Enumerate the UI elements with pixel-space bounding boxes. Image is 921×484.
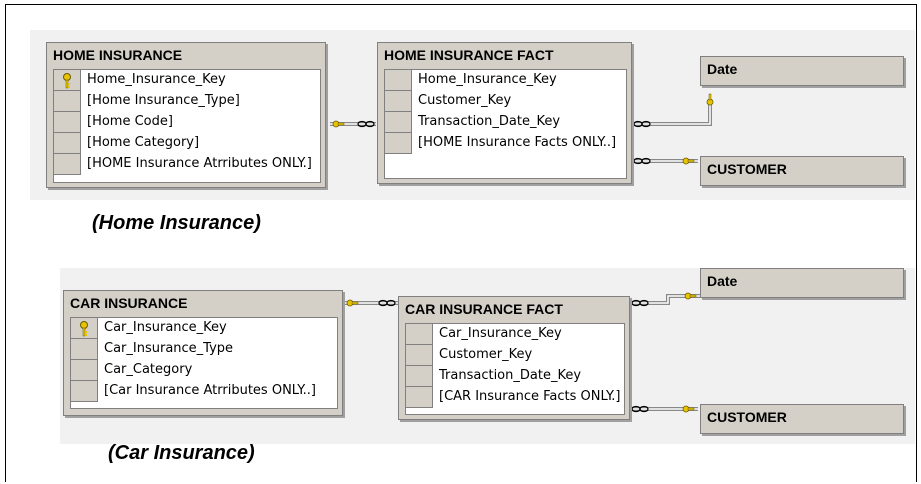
column-row[interactable]: [HOME Insurance Facts ONLY..] bbox=[385, 133, 626, 154]
column-row[interactable]: [Car Insurance Atrributes ONLY..] bbox=[71, 381, 337, 402]
home-dim-fact-link bbox=[330, 120, 376, 128]
table-title: Date bbox=[707, 61, 738, 77]
table-title: CUSTOMER bbox=[707, 161, 787, 177]
car-insurance-fact-table[interactable]: CAR INSURANCE FACT Car_Insurance_Key Cus… bbox=[398, 296, 630, 420]
column-name: [Home Code] bbox=[87, 114, 173, 129]
car-caption: (Car Insurance) bbox=[108, 442, 255, 464]
home-date-table[interactable]: Date bbox=[700, 56, 904, 86]
column-name: [HOME Insurance Facts ONLY..] bbox=[418, 135, 617, 150]
table-columns: Home_Insurance_Key Customer_Key Transact… bbox=[384, 69, 627, 179]
table-title: CUSTOMER bbox=[707, 409, 787, 425]
column-row[interactable]: [Home Insurance_Type] bbox=[54, 91, 320, 112]
home-caption: (Home Insurance) bbox=[92, 212, 261, 234]
column-name: Transaction_Date_Key bbox=[418, 114, 561, 129]
column-name: Home_Insurance_Key bbox=[418, 72, 557, 87]
column-row[interactable]: [CAR Insurance Facts ONLY.] bbox=[406, 387, 624, 408]
column-row[interactable]: Home_Insurance_Key bbox=[54, 70, 320, 91]
column-name: Car_Insurance_Type bbox=[104, 341, 234, 356]
column-row[interactable]: Customer_Key bbox=[385, 91, 626, 112]
column-row[interactable]: Car_Insurance_Type bbox=[71, 339, 337, 360]
column-row[interactable]: [Home Category] bbox=[54, 133, 320, 154]
table-title: HOME INSURANCE bbox=[53, 47, 183, 63]
column-name: Car_Insurance_Key bbox=[439, 326, 562, 341]
car-customer-table[interactable]: CUSTOMER bbox=[700, 404, 904, 434]
table-columns: Home_Insurance_Key [Home Insurance_Type]… bbox=[53, 69, 321, 183]
table-title: CAR INSURANCE bbox=[70, 295, 188, 311]
home-fact-customer-link bbox=[632, 157, 698, 165]
home-insurance-fact-table[interactable]: HOME INSURANCE FACT Home_Insurance_Key C… bbox=[377, 42, 632, 184]
key-icon bbox=[80, 321, 88, 337]
column-name: Car_Insurance_Key bbox=[104, 320, 227, 335]
column-name: [Home Category] bbox=[87, 135, 200, 150]
column-row[interactable]: Car_Insurance_Key bbox=[71, 318, 337, 339]
column-name: Transaction_Date_Key bbox=[439, 368, 582, 383]
table-columns: Car_Insurance_Key Customer_Key Transacti… bbox=[405, 323, 625, 415]
column-name: Car_Category bbox=[104, 362, 193, 377]
column-row[interactable]: Home_Insurance_Key bbox=[385, 70, 626, 91]
column-name: [Home Insurance_Type] bbox=[87, 93, 240, 108]
column-row[interactable]: [Home Code] bbox=[54, 112, 320, 133]
table-columns: Car_Insurance_Key Car_Insurance_Type Car… bbox=[70, 317, 338, 409]
column-row[interactable]: Customer_Key bbox=[406, 345, 624, 366]
column-row[interactable]: [HOME Insurance Atrributes ONLY.] bbox=[54, 154, 320, 175]
column-name: [Car Insurance Atrributes ONLY..] bbox=[104, 383, 316, 398]
home-fact-date-link bbox=[632, 93, 714, 128]
diagram-frame bbox=[5, 4, 917, 482]
key-icon bbox=[63, 73, 71, 89]
car-dim-fact-link bbox=[343, 299, 398, 307]
table-title: HOME INSURANCE FACT bbox=[384, 47, 554, 63]
column-row[interactable]: Transaction_Date_Key bbox=[385, 112, 626, 133]
column-name: Home_Insurance_Key bbox=[87, 72, 226, 87]
car-fact-customer-link bbox=[630, 405, 698, 413]
column-row[interactable]: Car_Category bbox=[71, 360, 337, 381]
column-name: [HOME Insurance Atrributes ONLY.] bbox=[87, 156, 312, 171]
column-row[interactable]: Transaction_Date_Key bbox=[406, 366, 624, 387]
home-insurance-table[interactable]: HOME INSURANCE Home_Insurance_Key [Home … bbox=[46, 42, 326, 188]
column-name: Customer_Key bbox=[418, 93, 512, 108]
home-customer-table[interactable]: CUSTOMER bbox=[700, 156, 904, 186]
car-insurance-table[interactable]: CAR INSURANCE Car_Insurance_Key Car_Insu… bbox=[63, 290, 343, 416]
table-title: Date bbox=[707, 273, 738, 289]
car-fact-date-link bbox=[630, 292, 700, 307]
column-name: Customer_Key bbox=[439, 347, 533, 362]
column-name: [CAR Insurance Facts ONLY.] bbox=[439, 389, 621, 404]
column-row[interactable]: Car_Insurance_Key bbox=[406, 324, 624, 345]
car-date-table[interactable]: Date bbox=[700, 268, 904, 298]
table-title: CAR INSURANCE FACT bbox=[405, 301, 563, 317]
